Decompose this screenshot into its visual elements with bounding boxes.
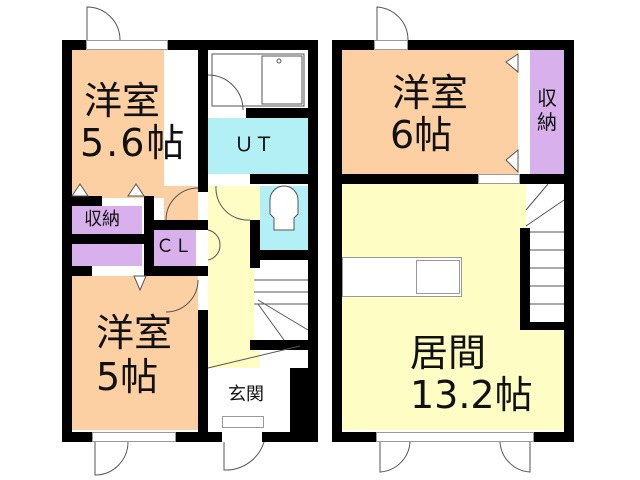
wall [246,108,308,118]
bath-fill [208,50,308,114]
sink [416,260,460,294]
room-label-storage-b-1: 収 [537,86,557,110]
closet-door-icon [71,183,89,197]
door-swing-icon [86,6,121,41]
window-opening [86,40,168,50]
room-label-storage-b-2: 納 [537,110,557,134]
room-size-western-a: 5.6帖 [80,121,187,165]
wall [254,250,308,260]
room-label-living: 居間 [410,331,487,375]
wall [308,40,318,400]
wall [520,174,574,184]
western-room-5-6-fill [72,50,164,198]
door-swing-icon [223,441,265,471]
door-swing-icon [215,185,251,221]
closet-door-icon [133,275,147,292]
western-room-6-fill [342,50,518,174]
room-size-western-b: 5帖 [96,355,159,399]
door-swing-icon [165,279,199,313]
closet-door-icon [505,53,519,74]
wall [332,40,574,50]
wall [262,432,318,442]
wall [154,220,208,230]
closet-fill [154,230,196,268]
wall [250,340,308,350]
wall [290,368,318,440]
room-label-western-b: 洋室 [96,311,173,355]
wall [198,40,208,192]
wall [62,40,316,50]
door-opening [478,174,520,184]
utility-fill [208,118,308,174]
room-label-western-c: 洋室 [392,71,469,115]
wall [564,40,574,440]
window-opening [374,40,408,50]
wall [250,220,260,268]
room-label-utility: ＵＴ [234,132,274,156]
stairs-2f-fill [526,184,564,324]
toilet-icon [269,185,299,231]
storage-b-fill [530,50,564,174]
wall [198,310,208,440]
room-label-western-a: 洋室 [84,79,161,123]
door-swing-icon [379,441,411,473]
room-size-living: 13.2帖 [410,373,533,417]
window-opening [92,432,176,442]
door-swing-icon [376,6,409,41]
door-swing-icon [207,74,244,111]
bathtub-icon [211,53,305,107]
closet-door-icon [505,148,519,174]
wall [332,174,478,184]
door-swing-icon [207,229,221,261]
stairs-1f-fill [254,260,308,344]
wall [62,196,102,206]
wall [520,322,574,330]
window-opening [376,432,534,442]
room-size-western-c: 6帖 [390,113,453,157]
storage-fill [72,206,142,234]
room-label-storage-a: 収納 [84,209,120,230]
corridor-fill [208,186,260,386]
door-swing-icon [499,441,531,473]
room-label-closet: ＣＬ [156,236,192,257]
wall [520,228,530,328]
closet-door-icon [127,183,145,197]
wall [62,266,92,276]
western-room-5-fill [72,276,198,430]
door-swing-icon [165,187,199,221]
wall [250,174,308,184]
storage-lower-fill [72,244,142,266]
entrance-floor [208,368,290,416]
wall [144,266,208,276]
door-swing-icon [94,441,129,476]
room-label-entrance: 玄関 [228,384,264,405]
wall [332,40,342,440]
wall [62,234,154,244]
entrance-door-opening [222,416,264,428]
